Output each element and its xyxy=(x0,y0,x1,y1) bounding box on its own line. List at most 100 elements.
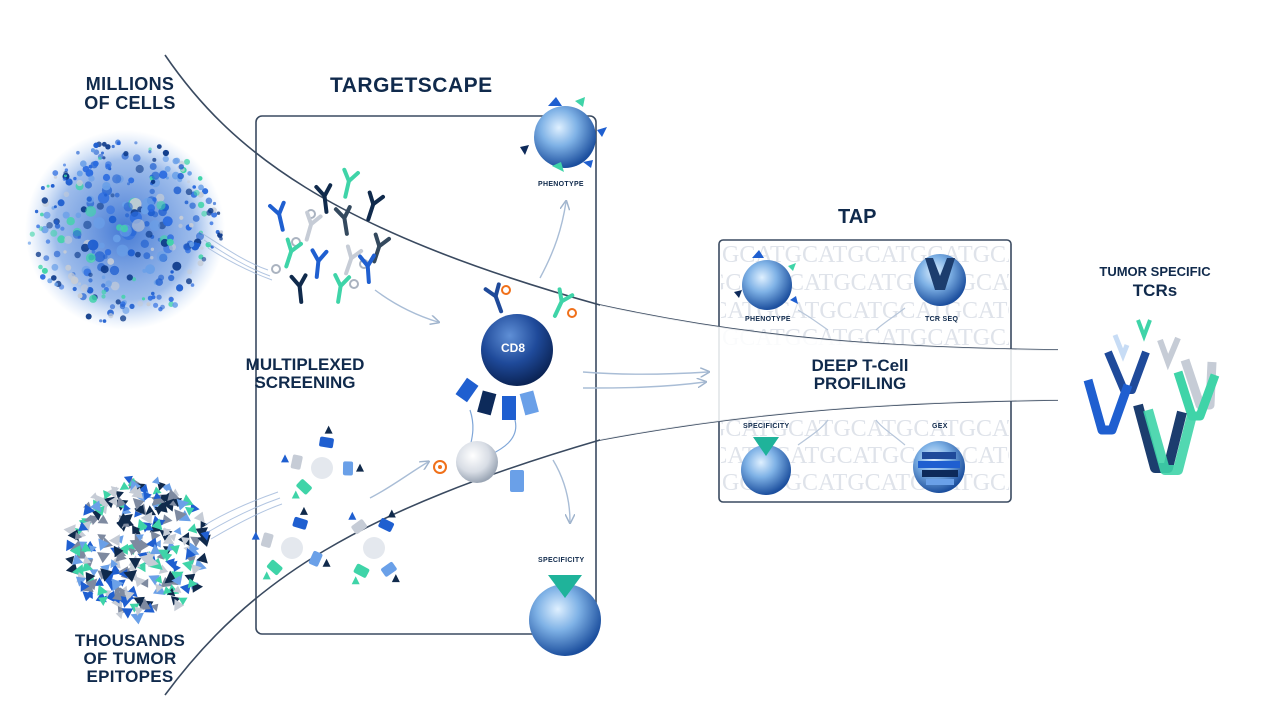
cell-dot xyxy=(198,184,204,191)
epitope-triangle xyxy=(167,488,180,502)
cell-dot xyxy=(73,176,77,181)
cell-dot xyxy=(162,149,169,157)
epitope-triangle xyxy=(115,490,124,500)
cell-dot xyxy=(187,269,193,275)
cell-dot xyxy=(38,264,43,270)
cell-dot xyxy=(76,170,83,177)
epitope-triangle xyxy=(153,539,161,548)
cell-dot xyxy=(65,264,72,271)
cell-dot xyxy=(168,274,175,282)
cell-dot xyxy=(88,164,93,169)
antibody-cluster xyxy=(268,167,391,305)
cell-dot xyxy=(40,274,46,280)
cell-dot xyxy=(147,295,153,301)
cell-dot xyxy=(190,283,195,287)
cell-dot xyxy=(96,202,104,210)
cell-dot xyxy=(63,250,67,254)
cell-dot xyxy=(50,229,58,237)
cell-dot xyxy=(84,181,92,189)
cell-dot xyxy=(156,251,168,262)
cell-dot xyxy=(54,220,59,225)
cell-dot xyxy=(88,278,93,283)
cell-dot xyxy=(149,220,161,231)
cell-dot xyxy=(148,150,152,154)
epitope-triangle xyxy=(154,575,163,584)
cell-dot xyxy=(34,209,39,214)
epitope-triangle xyxy=(193,511,205,523)
tap-phenotype-cell xyxy=(734,250,798,310)
epitope-triangle xyxy=(176,498,190,511)
epitope-triangle xyxy=(103,490,113,500)
cell-dot xyxy=(76,150,80,155)
cell-dot xyxy=(150,247,155,251)
peptide xyxy=(291,490,300,499)
cell-dot xyxy=(62,211,70,219)
cell-dot xyxy=(75,212,82,219)
epitope-triangle xyxy=(109,563,122,576)
antibody xyxy=(359,190,385,224)
epitope-triangle xyxy=(98,538,110,551)
cell-dot xyxy=(211,211,218,218)
thousands-line3: EPITOPES xyxy=(86,666,174,686)
tap-tcr-cell xyxy=(914,254,966,306)
cell-dot xyxy=(35,251,42,258)
cell-dot xyxy=(105,161,112,168)
cell-dot xyxy=(216,211,221,215)
cell-dot xyxy=(63,163,66,167)
epitope-triangle xyxy=(82,591,94,602)
cell-dot xyxy=(107,258,115,265)
antibody xyxy=(307,248,329,280)
cell-dot xyxy=(119,303,126,310)
mhc-monomer xyxy=(351,519,368,535)
cell-dot xyxy=(196,232,204,241)
epitope-triangle xyxy=(85,578,98,591)
cell-dot xyxy=(111,144,115,149)
epitope-triangle xyxy=(151,518,163,531)
epitope-triangle xyxy=(174,509,187,522)
epitope-triangle xyxy=(132,498,145,511)
cell-dot xyxy=(143,252,151,260)
cell-dot xyxy=(114,192,120,198)
peptide xyxy=(387,509,396,518)
cell-dot xyxy=(41,197,48,204)
epitope-triangle xyxy=(90,492,98,500)
epitope-triangle xyxy=(186,555,196,565)
cell-dot xyxy=(91,148,95,153)
mhc-monomer xyxy=(296,479,312,495)
mhc-monomer xyxy=(319,436,334,449)
epitope-triangle xyxy=(190,536,202,548)
epitope-triangle xyxy=(150,530,161,542)
epitope-triangle xyxy=(162,514,173,525)
epitope-triangle xyxy=(134,606,144,616)
cell-dot xyxy=(101,275,106,280)
cell-dot xyxy=(126,274,133,281)
cell-dot xyxy=(151,171,160,180)
cell-dot xyxy=(184,158,190,165)
epitope-triangle xyxy=(69,544,81,557)
cell-dot xyxy=(149,188,155,195)
epitope-triangle xyxy=(124,590,135,601)
cell-dot xyxy=(101,151,104,155)
peptide xyxy=(251,531,260,540)
cell-dot xyxy=(53,205,57,209)
cell-dot xyxy=(147,204,155,212)
epitope-triangle xyxy=(144,523,154,531)
tap-specificity-cell xyxy=(741,437,791,495)
cell-dot xyxy=(108,215,117,224)
cell-dot xyxy=(164,166,171,172)
flow-curve-top xyxy=(164,54,1059,351)
cell-dot xyxy=(172,302,179,308)
thousands-of-epitopes-label: THOUSANDS OF TUMOR EPITOPES xyxy=(70,632,190,686)
cell-dot xyxy=(101,294,106,299)
cell-dot xyxy=(43,211,51,219)
cell-dot xyxy=(85,205,97,217)
cell-dot xyxy=(209,221,214,226)
epitope-triangle xyxy=(150,543,162,555)
cell-dot xyxy=(187,171,192,176)
cell-dot xyxy=(152,157,157,162)
cell-dot xyxy=(70,276,79,285)
epitope-triangle xyxy=(74,547,88,559)
epitope-triangle xyxy=(171,575,181,586)
cell-dot xyxy=(125,213,130,218)
epitope-triangle xyxy=(151,476,160,485)
